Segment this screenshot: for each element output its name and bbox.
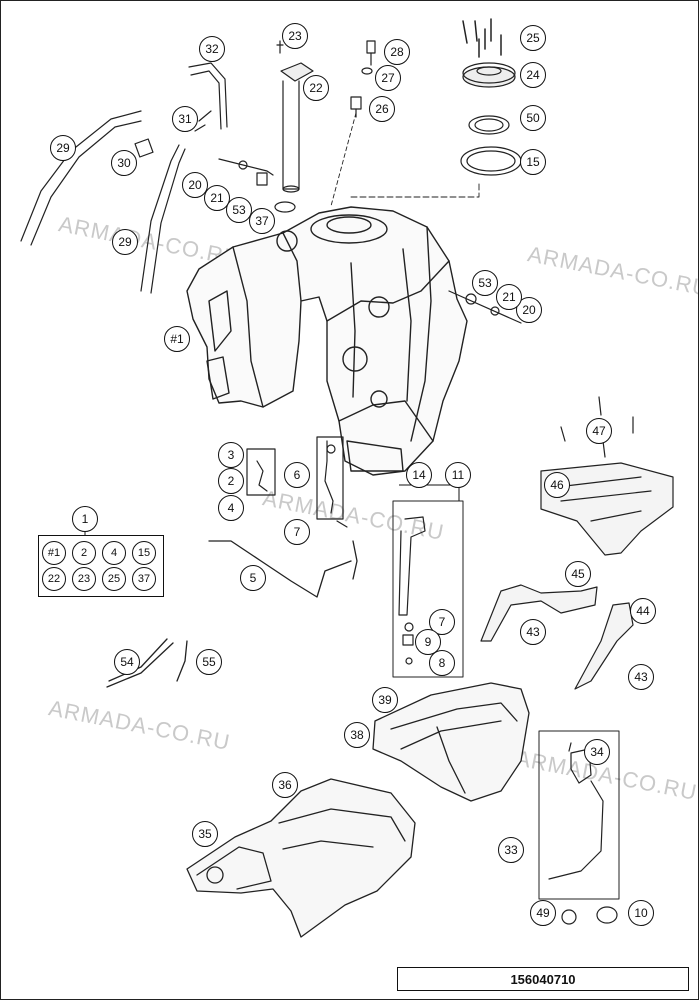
- kit-item: #1: [42, 541, 66, 565]
- callout: #1: [164, 326, 190, 352]
- callout: 2: [218, 468, 244, 494]
- callout: 29: [112, 229, 138, 255]
- callout: 5: [240, 565, 266, 591]
- kit-item: 37: [132, 567, 156, 591]
- kit-contents-box: #1 2 4 15 22 23 25 37: [38, 535, 164, 597]
- small-hose-54: [106, 642, 174, 688]
- o-ring-37: [274, 201, 296, 213]
- callout: 15: [520, 149, 546, 175]
- callout: 43: [520, 619, 546, 645]
- seat-lock-box: [538, 730, 620, 900]
- callout: 20: [182, 172, 208, 198]
- fastener-set-left: [218, 158, 274, 186]
- fuel-tank: [186, 206, 468, 476]
- kit-item: 15: [132, 541, 156, 565]
- callout: 34: [584, 739, 610, 765]
- luggage-rack: [540, 396, 674, 556]
- callout: 45: [565, 561, 591, 587]
- callout: 55: [196, 649, 222, 675]
- filler-cap: [460, 18, 522, 176]
- callout: 43: [628, 664, 654, 690]
- callout: 53: [226, 197, 252, 223]
- small-hose-55: [176, 640, 188, 682]
- callout: 22: [303, 75, 329, 101]
- callout: 39: [372, 687, 398, 713]
- callout: 31: [172, 106, 198, 132]
- kit-item: 23: [72, 567, 96, 591]
- kit-item: 22: [42, 567, 66, 591]
- grab-handle-45: [480, 584, 598, 642]
- callout: 7: [284, 519, 310, 545]
- callout: 26: [369, 96, 395, 122]
- callout: 25: [520, 25, 546, 51]
- reference-number: 156040710: [397, 967, 689, 991]
- callout: 35: [192, 821, 218, 847]
- callout: 36: [272, 772, 298, 798]
- callout: 33: [498, 837, 524, 863]
- kit-item: 25: [102, 567, 126, 591]
- callout: 3: [218, 442, 244, 468]
- callout: 50: [520, 105, 546, 131]
- fuel-line: [208, 540, 352, 598]
- callout: 53: [472, 270, 498, 296]
- callout: 23: [282, 23, 308, 49]
- callout: 44: [630, 598, 656, 624]
- fuel-pump-parts: [246, 436, 344, 520]
- callout: 29: [50, 135, 76, 161]
- callout: 21: [204, 185, 230, 211]
- front-seat: [186, 778, 416, 938]
- callout: 47: [586, 418, 612, 444]
- callout: 32: [199, 36, 225, 62]
- rear-seat: [372, 682, 530, 802]
- callout: 24: [520, 62, 546, 88]
- callout: 30: [111, 150, 137, 176]
- kit-item: 2: [72, 541, 96, 565]
- callout: 10: [628, 900, 654, 926]
- kit-item: 4: [102, 541, 126, 565]
- callout: 54: [114, 649, 140, 675]
- vent-valve: [350, 40, 376, 118]
- callout-14: 14: [406, 462, 432, 488]
- callout: 9: [415, 629, 441, 655]
- callout: 4: [218, 495, 244, 521]
- callout-1: 1: [72, 506, 98, 532]
- fastener-set-right: [448, 290, 522, 324]
- filler-neck: [276, 40, 314, 193]
- callout: 46: [544, 472, 570, 498]
- callout: 49: [530, 900, 556, 926]
- callout: 11: [445, 462, 471, 488]
- callout: 37: [249, 208, 275, 234]
- callout: 27: [375, 65, 401, 91]
- grab-handle-44: [574, 602, 634, 690]
- callout: 21: [496, 284, 522, 310]
- callout: 38: [344, 722, 370, 748]
- callout: 8: [429, 650, 455, 676]
- callout: 28: [384, 39, 410, 65]
- callout: 6: [284, 462, 310, 488]
- hose-group-box: [392, 500, 464, 678]
